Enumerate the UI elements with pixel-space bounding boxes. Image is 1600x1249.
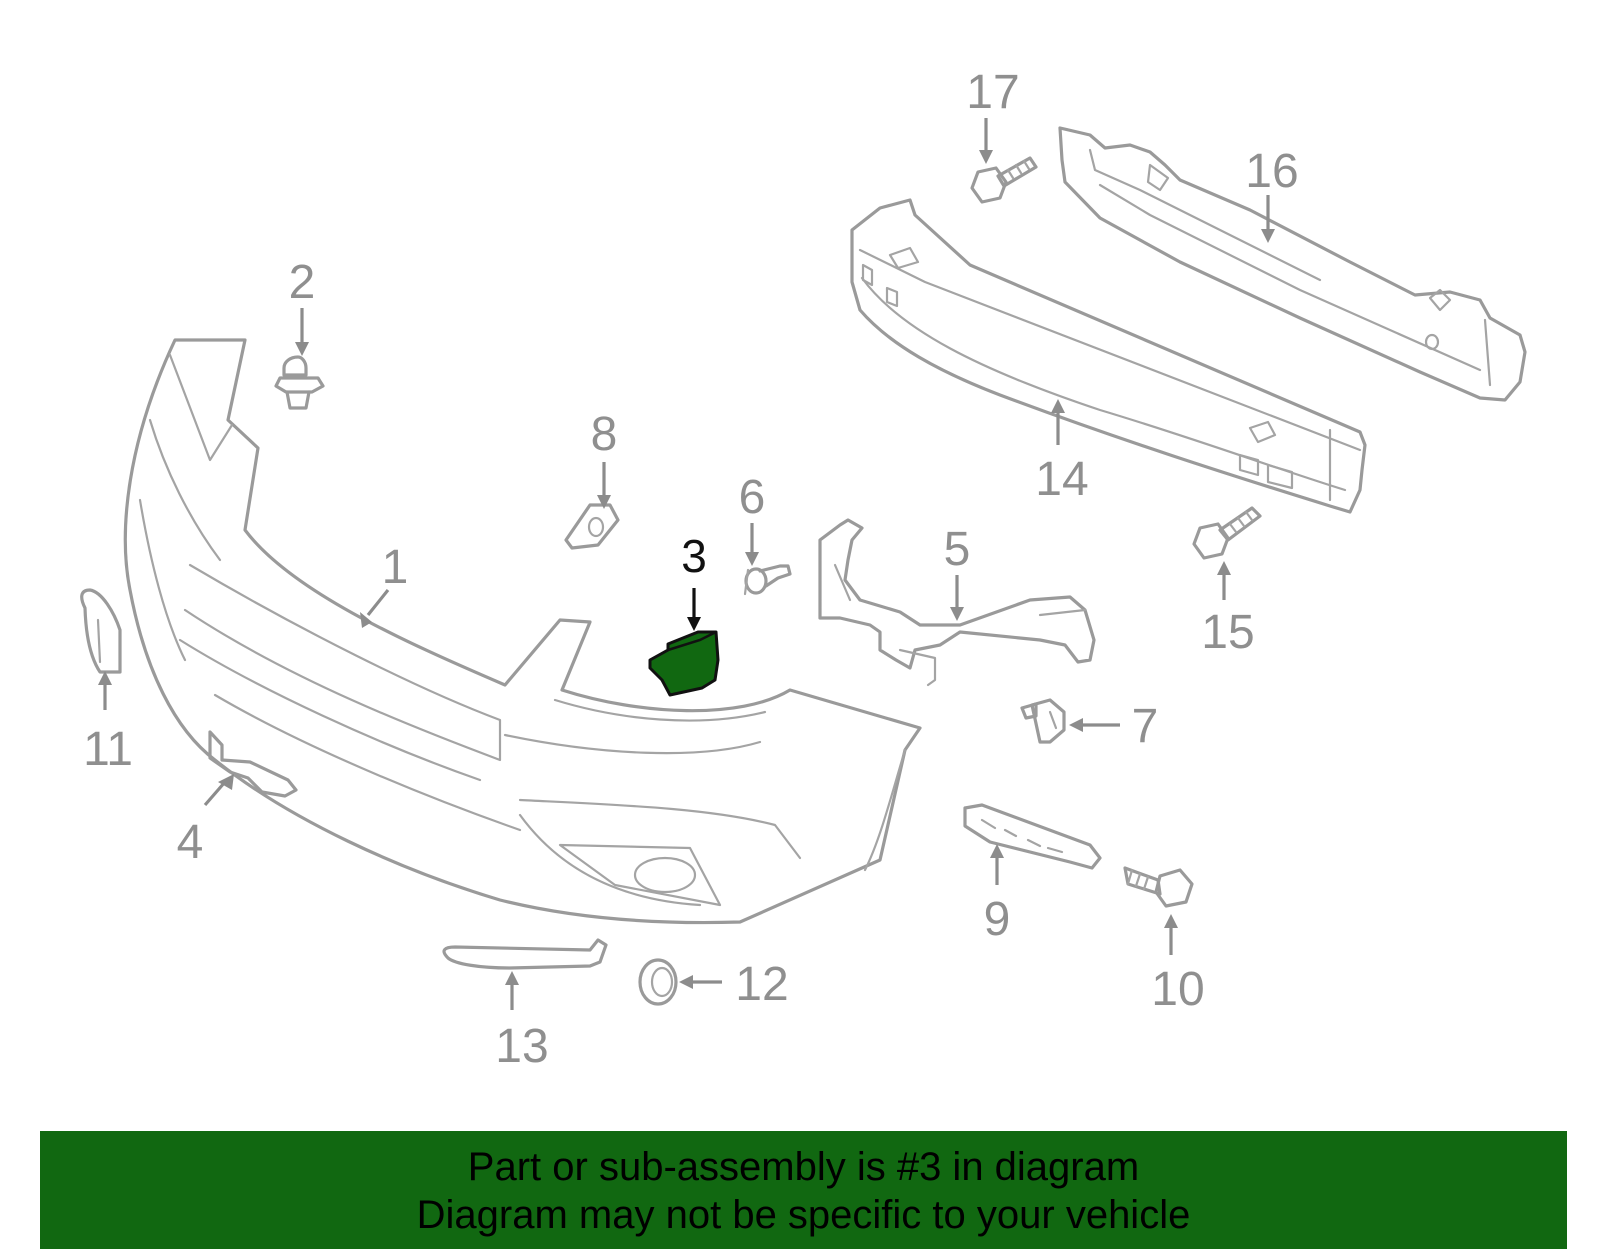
callout-15: 15	[1201, 606, 1254, 659]
screw-clip-6-part	[743, 564, 792, 596]
callout-5: 5	[944, 523, 971, 576]
banner-line-disclaimer: Diagram may not be specific to your vehi…	[416, 1193, 1191, 1237]
bolt-10-part	[1123, 866, 1194, 908]
callout-12: 12	[735, 958, 788, 1011]
clip-8-part	[564, 503, 620, 550]
callout-1: 1	[382, 541, 409, 594]
reinforcement-beam-14-part	[850, 198, 1367, 514]
callout-9: 9	[984, 893, 1011, 946]
callout-11: 11	[83, 723, 133, 776]
side-bracket-9-part	[963, 803, 1102, 870]
highlighted-bracket-part	[648, 630, 720, 697]
lower-bracket-part	[208, 730, 298, 798]
bolt-15-part	[1192, 506, 1262, 560]
info-banner: Part or sub-assembly is #3 in diagram Di…	[40, 1131, 1567, 1249]
callout-3: 3	[681, 530, 707, 582]
bumper-cover-part	[123, 338, 922, 925]
bolt-17-part	[970, 156, 1038, 204]
callout-10: 10	[1151, 963, 1204, 1016]
fastener-7-part	[1020, 698, 1066, 744]
callout-arrows	[98, 118, 1275, 1010]
grommet-12-part	[638, 958, 678, 1006]
callout-6: 6	[739, 471, 766, 524]
callout-8: 8	[591, 408, 618, 461]
absorber-16-part	[1058, 126, 1527, 402]
mounting-bracket-part	[818, 518, 1096, 687]
callout-14: 14	[1035, 453, 1088, 506]
callout-7: 7	[1132, 700, 1159, 753]
trim-strip-13-part	[442, 938, 608, 970]
callout-2: 2	[289, 256, 316, 309]
banner-line-part-number: Part or sub-assembly is #3 in diagram	[467, 1145, 1140, 1189]
callout-17: 17	[966, 66, 1019, 119]
callout-labels: 1 2 3 4 5 6 7 8 9 10 11 12 13 14 15 16 1…	[83, 66, 1299, 1073]
callout-4: 4	[177, 816, 204, 869]
callout-13: 13	[495, 1020, 548, 1073]
callout-16: 16	[1245, 145, 1298, 198]
end-cap-11-part	[80, 588, 122, 674]
push-clip-part	[274, 355, 325, 410]
